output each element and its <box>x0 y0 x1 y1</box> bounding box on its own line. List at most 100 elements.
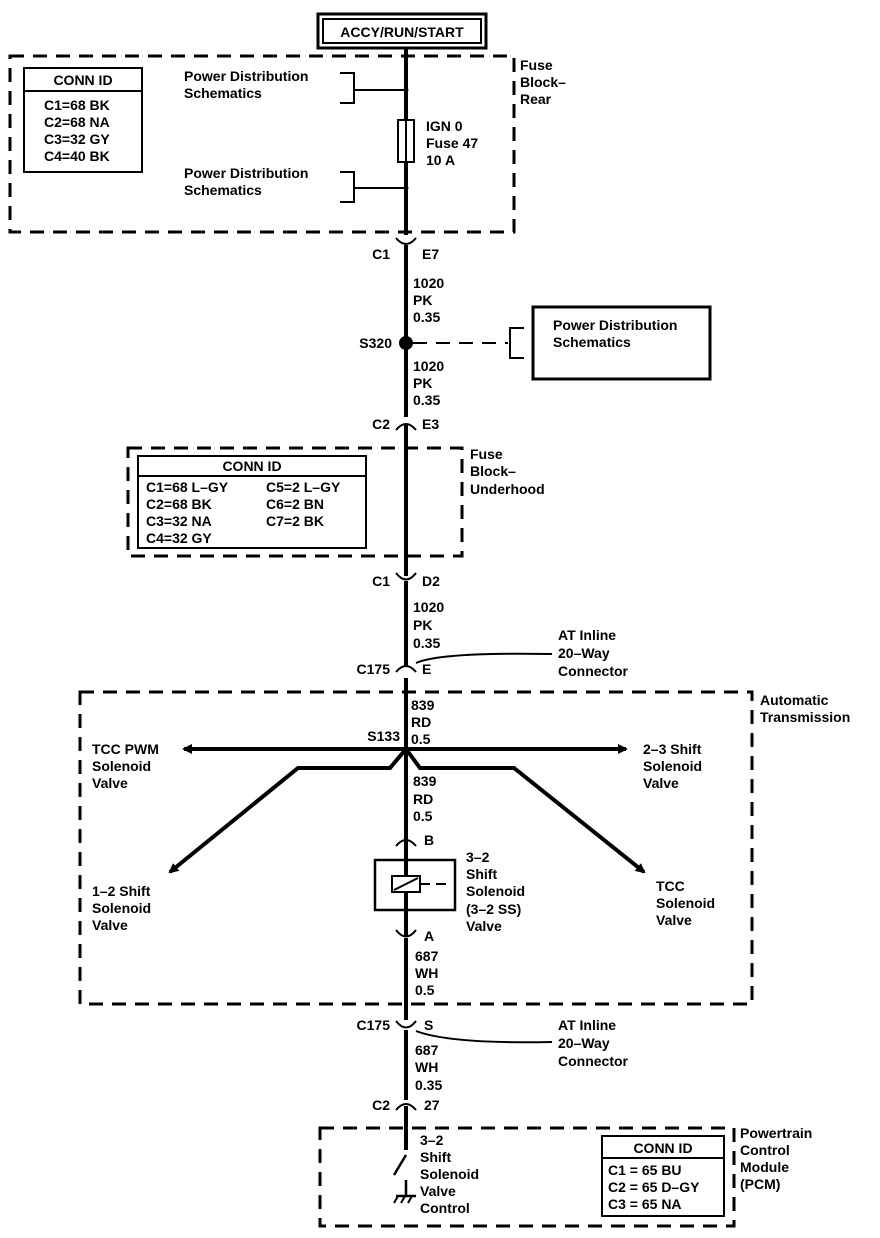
svg-text:Solenoid: Solenoid <box>466 883 525 899</box>
branch-tcc-arrow <box>404 747 646 874</box>
svg-text:C1: C1 <box>372 573 390 589</box>
wire-1020-label-a: 1020 PK 0.35 <box>413 275 444 325</box>
svg-text:C3=32 GY: C3=32 GY <box>44 131 110 147</box>
svg-text:(PCM): (PCM) <box>740 1176 780 1192</box>
connector-c2-27: C2 27 <box>372 1097 440 1113</box>
svg-text:20–Way: 20–Way <box>558 1035 610 1051</box>
svg-text:Schematics: Schematics <box>184 182 262 198</box>
title-text: ACCY/RUN/START <box>340 24 464 40</box>
svg-text:Module: Module <box>740 1159 789 1175</box>
svg-text:C5=2 L–GY: C5=2 L–GY <box>266 479 341 495</box>
splice-s133-label: S133 <box>367 728 400 744</box>
svg-text:1020: 1020 <box>413 358 444 374</box>
shift-1-2-solenoid-label: 1–2 Shift Solenoid Valve <box>92 883 151 933</box>
power-distribution-ref-bottom: Power Distribution Schematics <box>184 165 409 203</box>
svg-text:C6=2 BN: C6=2 BN <box>266 496 324 512</box>
pcm-boundary <box>318 1126 736 1228</box>
svg-text:3–2: 3–2 <box>420 1132 444 1148</box>
connector-c175-s: C175 S AT Inline 20–Way Connector <box>357 1017 629 1069</box>
svg-text:Power Distribution: Power Distribution <box>184 68 308 84</box>
shift-2-3-solenoid-label: 2–3 Shift Solenoid Valve <box>643 741 702 791</box>
svg-text:Solenoid: Solenoid <box>92 900 151 916</box>
svg-text:C175: C175 <box>357 661 391 677</box>
tcc-solenoid-label: TCC Solenoid Valve <box>656 878 715 928</box>
power-distribution-ref-box: Power Distribution Schematics <box>531 305 712 381</box>
svg-text:0.35: 0.35 <box>413 635 440 651</box>
svg-text:C4=40 BK: C4=40 BK <box>44 148 110 164</box>
svg-text:C2=68 NA: C2=68 NA <box>44 114 110 130</box>
svg-text:E3: E3 <box>422 416 439 432</box>
wire-839-label-b: 839 RD 0.5 <box>413 773 437 824</box>
pcm-low-side-switch <box>392 1106 416 1204</box>
svg-text:E7: E7 <box>422 246 439 262</box>
svg-text:TCC: TCC <box>656 878 685 894</box>
svg-text:Valve: Valve <box>656 912 692 928</box>
svg-text:1020: 1020 <box>413 599 444 615</box>
svg-text:687: 687 <box>415 948 439 964</box>
wire-687-label-b: 687 WH 0.35 <box>415 1042 442 1093</box>
fuse-block-rear-conn-id-table: CONN ID C1=68 BK C2=68 NA C3=32 GY C4=40… <box>23 67 143 173</box>
svg-text:Power Distribution: Power Distribution <box>553 317 677 333</box>
automatic-transmission-label: Automatic Transmission <box>760 692 850 725</box>
svg-text:0.35: 0.35 <box>415 1077 442 1093</box>
fuse-block-underhood-boundary <box>126 446 464 558</box>
svg-text:839: 839 <box>413 773 437 789</box>
automatic-transmission-boundary <box>78 690 754 1006</box>
svg-text:C3=32 NA: C3=32 NA <box>146 513 212 529</box>
svg-text:CONN ID: CONN ID <box>222 458 281 474</box>
svg-text:Block–: Block– <box>520 74 566 90</box>
fuse-47-symbol <box>397 119 415 163</box>
fuse-block-rear-boundary <box>8 54 516 234</box>
svg-text:10 A: 10 A <box>426 152 455 168</box>
wire-1020-label-c: 1020 PK 0.35 <box>413 599 444 651</box>
svg-text:Automatic: Automatic <box>760 692 829 708</box>
svg-text:Shift: Shift <box>466 866 497 882</box>
svg-text:Fuse 47: Fuse 47 <box>426 135 478 151</box>
svg-text:Connector: Connector <box>558 663 629 679</box>
shift-3-2-solenoid-label: 3–2 Shift Solenoid (3–2 SS) Valve <box>466 849 525 934</box>
svg-text:3–2: 3–2 <box>466 849 490 865</box>
pcm-conn-id-table: CONN ID C1 = 65 BU C2 = 65 D–GY C3 = 65 … <box>601 1135 725 1217</box>
svg-text:839: 839 <box>411 697 435 713</box>
svg-text:Control: Control <box>420 1200 470 1216</box>
svg-text:1020: 1020 <box>413 275 444 291</box>
connector-pin-b: B <box>395 832 434 848</box>
svg-text:C2 = 65 D–GY: C2 = 65 D–GY <box>608 1179 700 1195</box>
svg-text:PK: PK <box>413 617 432 633</box>
svg-text:Valve: Valve <box>92 917 128 933</box>
svg-text:2–3 Shift: 2–3 Shift <box>643 741 702 757</box>
svg-text:0.5: 0.5 <box>413 808 433 824</box>
svg-text:Valve: Valve <box>466 918 502 934</box>
svg-text:1–2 Shift: 1–2 Shift <box>92 883 151 899</box>
svg-text:Connector: Connector <box>558 1053 629 1069</box>
svg-text:0.35: 0.35 <box>413 392 440 408</box>
svg-text:AT Inline: AT Inline <box>558 627 616 643</box>
connector-c175-e: C175 E AT Inline 20–Way Connector <box>357 627 629 679</box>
svg-text:A: A <box>424 928 434 944</box>
connector-c1-e7: C1 E7 <box>372 237 439 262</box>
svg-text:Underhood: Underhood <box>470 481 545 497</box>
svg-text:0.5: 0.5 <box>411 731 431 747</box>
pcm-control-label: 3–2 Shift Solenoid Valve Control <box>420 1132 479 1216</box>
svg-text:27: 27 <box>424 1097 440 1113</box>
svg-text:Powertrain: Powertrain <box>740 1125 812 1141</box>
svg-text:C4=32 GY: C4=32 GY <box>146 530 212 546</box>
fuse-block-underhood-conn-id-table: CONN ID C1=68 L–GY C2=68 BK C3=32 NA C4=… <box>137 455 367 549</box>
svg-text:Schematics: Schematics <box>553 334 631 350</box>
tcc-pwm-solenoid-label: TCC PWM Solenoid Valve <box>92 741 159 791</box>
shift-3-2-solenoid-symbol <box>373 858 457 912</box>
svg-text:0.35: 0.35 <box>413 309 440 325</box>
power-distribution-ref-top: Power Distribution Schematics <box>184 68 409 104</box>
branch-1-2-shift-arrow <box>168 747 408 874</box>
svg-text:AT Inline: AT Inline <box>558 1017 616 1033</box>
svg-text:Control: Control <box>740 1142 790 1158</box>
svg-text:Shift: Shift <box>420 1149 451 1165</box>
svg-text:C1: C1 <box>372 246 390 262</box>
svg-text:B: B <box>424 832 434 848</box>
svg-text:Fuse: Fuse <box>520 57 553 73</box>
svg-text:S320: S320 <box>359 335 392 351</box>
fuse-47-label: IGN 0 Fuse 47 10 A <box>426 118 478 168</box>
svg-text:S: S <box>424 1017 433 1033</box>
title-box: ACCY/RUN/START <box>316 12 488 50</box>
